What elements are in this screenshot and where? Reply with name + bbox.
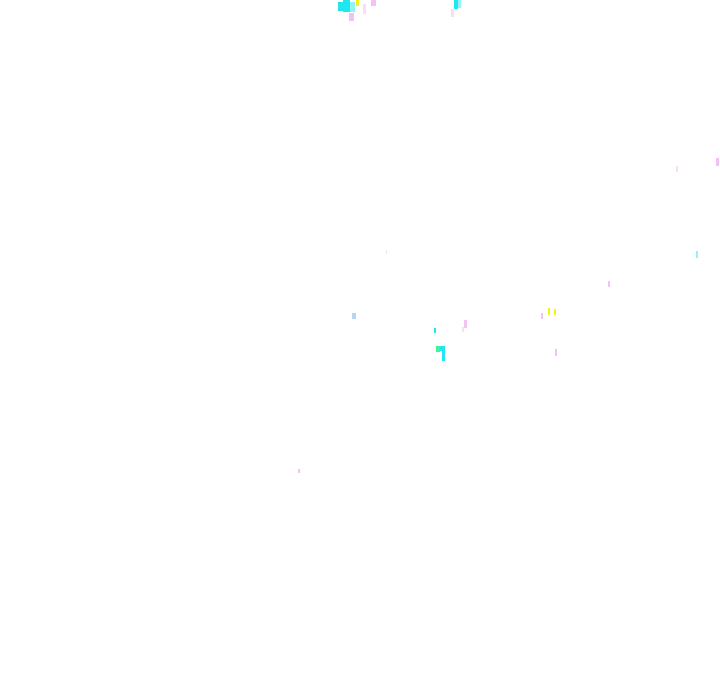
color-speck	[608, 281, 610, 287]
color-speck	[696, 251, 698, 258]
color-speck	[349, 13, 354, 21]
color-speck	[676, 166, 678, 172]
color-speck	[454, 0, 458, 9]
color-speck	[464, 320, 467, 328]
color-speck	[371, 0, 376, 6]
color-speck	[363, 4, 366, 14]
color-speck	[298, 469, 300, 473]
color-speck	[548, 308, 550, 315]
color-speck	[554, 309, 556, 315]
color-speck	[440, 346, 445, 351]
color-speck	[343, 0, 350, 12]
color-speck	[442, 351, 445, 361]
color-speck	[338, 2, 343, 11]
color-speck	[458, 0, 461, 8]
color-speck	[541, 313, 543, 319]
color-speck	[356, 0, 359, 6]
color-speck	[451, 9, 454, 17]
color-speck	[436, 346, 440, 352]
color-speck	[352, 313, 356, 319]
color-speck	[462, 327, 464, 332]
color-speck	[555, 349, 557, 356]
color-speck	[434, 328, 436, 333]
color-speck	[386, 250, 387, 254]
color-speck	[350, 2, 355, 12]
color-speck	[716, 158, 719, 166]
